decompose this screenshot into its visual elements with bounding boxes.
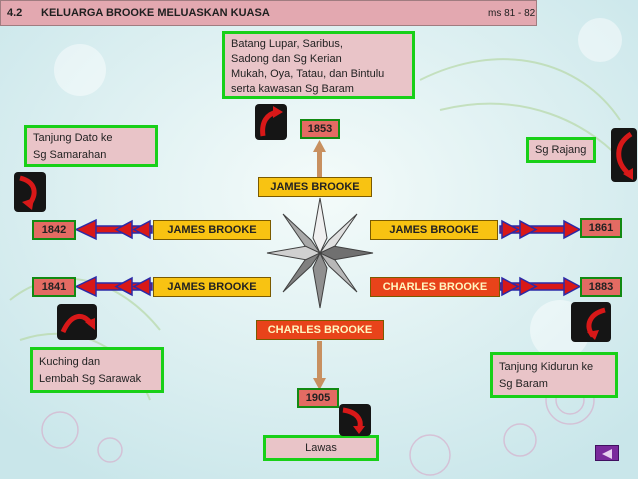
curved-arrow-icon	[255, 104, 287, 140]
note-line: Mukah, Oya, Tatau, dan Bintulu	[231, 68, 385, 80]
curved-arrow-icon	[611, 128, 637, 182]
vertical-arrow-bottom	[313, 341, 326, 390]
note-bottom: Lawas	[263, 435, 379, 461]
vertical-arrow-top	[313, 140, 326, 178]
note-upper-left: Tanjung Dato ke Sg Samarahan	[24, 125, 158, 167]
note-line: Sg Rajang	[535, 144, 587, 156]
curved-arrow-icon	[339, 404, 371, 436]
note-line: serta kawasan Sg Baram	[231, 83, 354, 95]
note-line: Sadong dan Sg Kerian	[231, 53, 342, 65]
curved-arrow-icon	[571, 302, 611, 342]
ruler-left-lower: JAMES BROOKE	[153, 277, 271, 297]
note-line: Batang Lupar, Saribus,	[231, 38, 343, 50]
year-bottom: 1905	[297, 388, 339, 408]
note-line: Kuching dan	[39, 356, 101, 368]
curved-arrow-icon	[14, 172, 46, 212]
year-right-lower: 1883	[580, 277, 622, 297]
year-left-lower: 1841	[32, 277, 76, 297]
left-upper-arrow	[74, 218, 153, 241]
compass-star-icon	[266, 197, 374, 309]
note-line: Lawas	[305, 442, 337, 454]
year-right-upper: 1861	[580, 218, 622, 238]
right-upper-arrow	[499, 219, 582, 240]
previous-slide-button[interactable]	[595, 445, 619, 461]
note-top: Batang Lupar, Saribus, Sadong dan Sg Ker…	[222, 31, 415, 99]
note-lower-right: Tanjung Kidurun ke Sg Baram	[490, 352, 618, 398]
year-top: 1853	[300, 119, 340, 139]
ruler-bottom: CHARLES BROOKE	[256, 320, 384, 340]
curved-arrow-icon	[57, 304, 97, 340]
page-reference: ms 81 - 82	[488, 8, 536, 19]
note-line: Tanjung Dato ke	[33, 132, 113, 144]
note-line: Tanjung Kidurun ke	[499, 361, 594, 373]
section-number: 4.2	[7, 7, 23, 19]
year-left-upper: 1842	[32, 220, 76, 240]
note-line: Lembah Sg Sarawak	[39, 373, 142, 385]
ruler-right-lower: CHARLES BROOKE	[370, 277, 500, 297]
note-line: Sg Samarahan	[33, 149, 107, 161]
slide-title: KELUARGA BROOKE MELUASKAN KUASA	[41, 7, 270, 19]
left-triangle-icon	[602, 449, 612, 459]
slide-header: 4.2 KELUARGA BROOKE MELUASKAN KUASA ms 8…	[0, 0, 537, 26]
ruler-right-upper: JAMES BROOKE	[370, 220, 498, 240]
note-line: Sg Baram	[499, 378, 548, 390]
note-upper-right: Sg Rajang	[526, 137, 596, 163]
ruler-top: JAMES BROOKE	[258, 177, 372, 197]
ruler-left-upper: JAMES BROOKE	[153, 220, 271, 240]
left-lower-arrow	[74, 275, 153, 298]
note-lower-left: Kuching dan Lembah Sg Sarawak	[30, 347, 164, 393]
right-lower-arrow	[499, 276, 582, 297]
